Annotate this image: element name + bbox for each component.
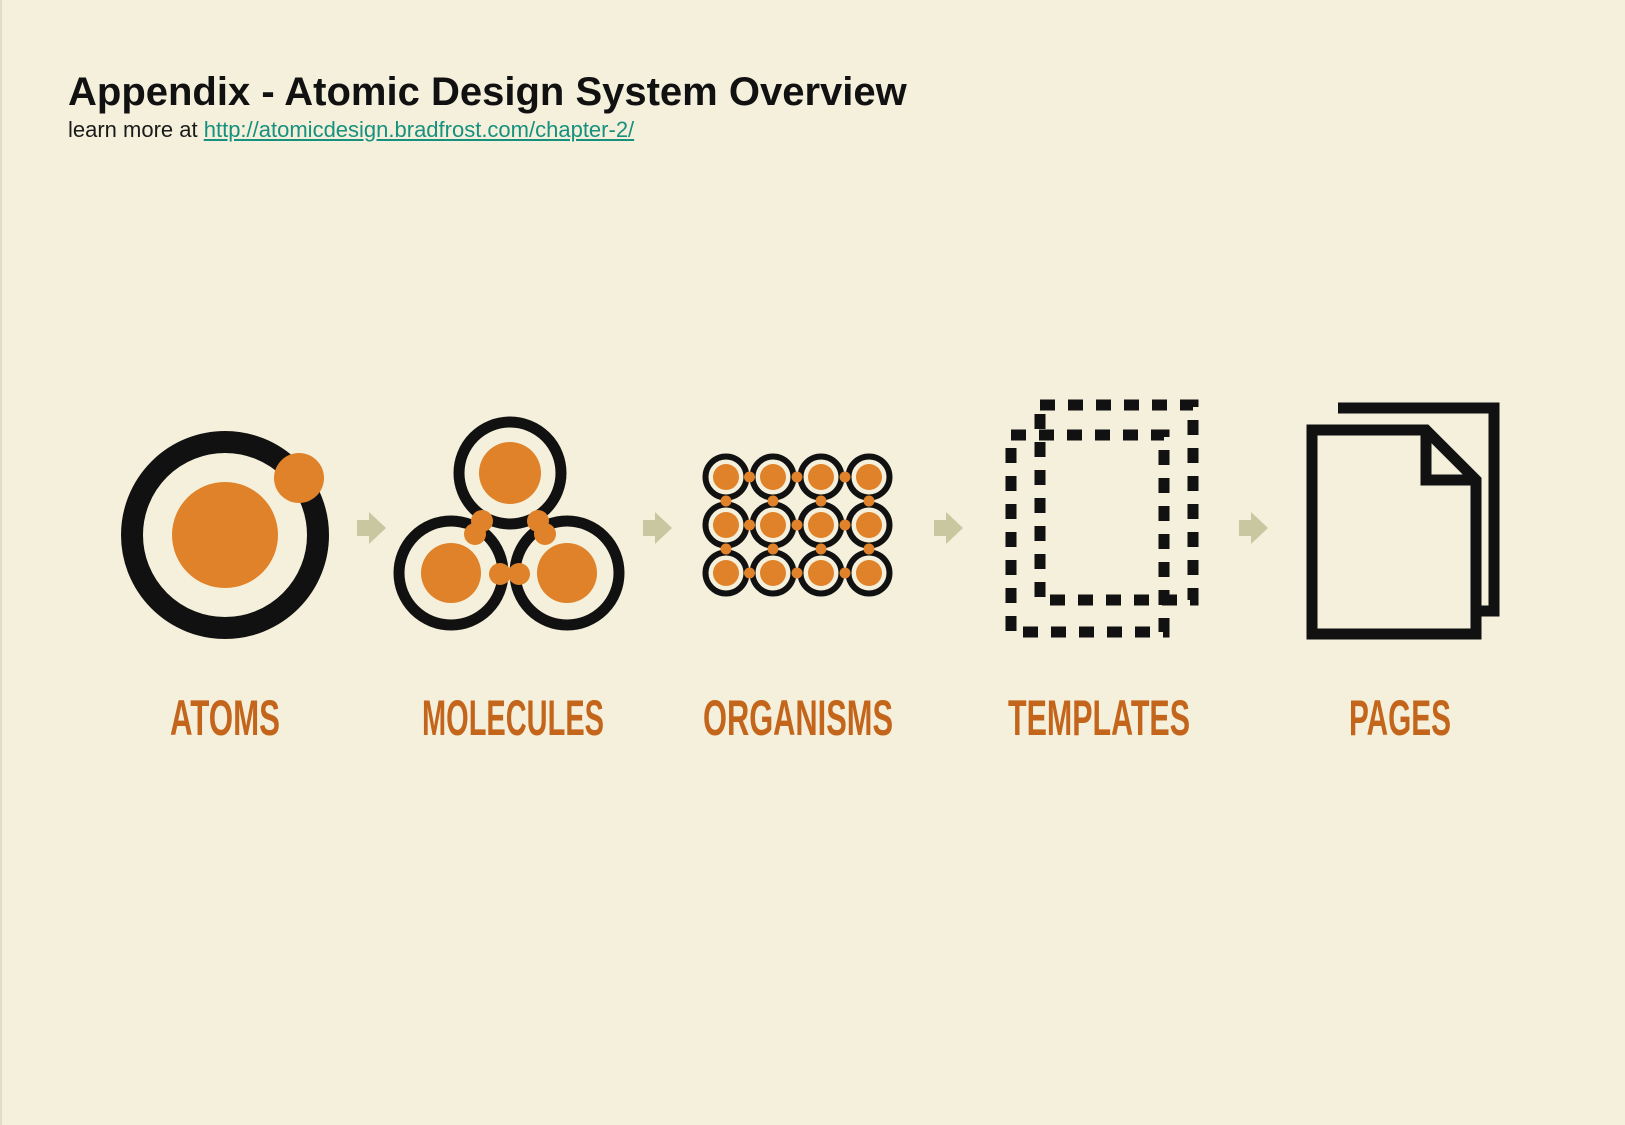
organism-connector (839, 471, 851, 483)
chapter-link[interactable]: http://atomicdesign.bradfrost.com/chapte… (203, 117, 635, 142)
organism-connector (815, 495, 827, 507)
subtitle-prefix: learn more at (68, 117, 204, 142)
organism-connector (839, 567, 851, 579)
stage-label-atoms: ATOMS (170, 690, 280, 746)
organism-connector (744, 471, 755, 483)
organism-connector (791, 471, 803, 483)
organism-connector (767, 495, 779, 507)
organism-connector (791, 567, 803, 579)
organism-cell-core (760, 560, 786, 586)
arrow-icon (357, 512, 386, 544)
organism-cell-core (808, 560, 834, 586)
organism-connector (744, 567, 755, 579)
arrow-icon (643, 512, 672, 544)
organism-connector (791, 519, 803, 531)
pages-icon (1306, 402, 1500, 640)
organism-connector (720, 495, 732, 507)
organism-cell-core (856, 512, 882, 538)
organism-cell-core (760, 512, 786, 538)
organism-cell-core (713, 512, 739, 538)
organism-cell-core (713, 560, 739, 586)
stage-label-templates: TEMPLATES (1008, 690, 1190, 746)
organism-cell-core (856, 464, 882, 490)
organism-cell-core (856, 560, 882, 586)
template-icon (1005, 399, 1199, 638)
arrow-icon (1239, 512, 1268, 544)
organism-cell-core (808, 464, 834, 490)
organism-connector (839, 519, 851, 531)
organism-connector (863, 495, 875, 507)
organism-icon (702, 453, 893, 597)
organism-connector (863, 543, 875, 555)
atom-icon (121, 431, 329, 639)
organism-connector (720, 543, 732, 555)
subtitle: learn more at http://atomicdesign.bradfr… (68, 116, 907, 144)
molecule-icon (393, 416, 625, 631)
organism-cell-core (713, 464, 739, 490)
organism-cell-core (760, 464, 786, 490)
stage-label-molecules: MOLECULES (422, 690, 604, 746)
organism-connector (767, 543, 779, 555)
organism-connector (744, 519, 755, 531)
organism-connector (815, 543, 827, 555)
header: Appendix - Atomic Design System Overview… (68, 68, 907, 144)
arrow-icon (934, 512, 963, 544)
stage-label-pages: PAGES (1349, 690, 1451, 746)
organism-cell-core (808, 512, 834, 538)
stage-label-organisms: ORGANISMS (703, 690, 893, 746)
page-title: Appendix - Atomic Design System Overview (68, 70, 907, 114)
